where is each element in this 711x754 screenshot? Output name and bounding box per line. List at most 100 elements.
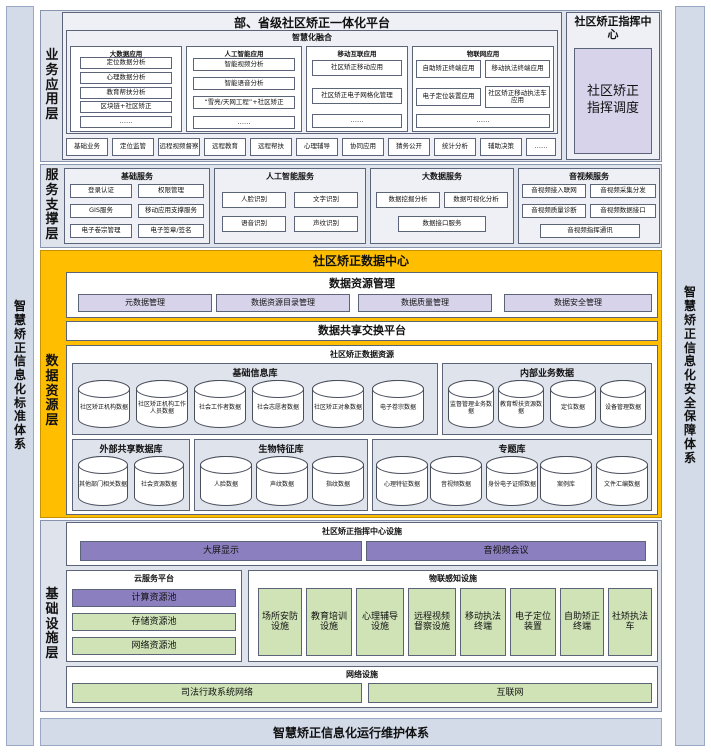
iot-facility-item[interactable]: 移动执法终端 (460, 588, 506, 656)
iot-facility-item[interactable]: 自助矫正终端 (560, 588, 604, 656)
basic-service-item[interactable]: 权限管理 (138, 184, 204, 198)
iot-app-item[interactable]: 社区矫正移动执法车应用 (485, 86, 550, 108)
av-service-item[interactable]: 音视频指挥通讯 (540, 224, 640, 238)
ai-app-item[interactable]: “雪亮/天网工程”+社区矫正 (193, 96, 295, 109)
mobile-app-item[interactable]: 社区矫正电子网格化管理 (312, 88, 402, 104)
iot-facility-item[interactable]: 心理辅导设施 (356, 588, 404, 656)
data-center-title: 社区矫正数据中心 (312, 253, 409, 268)
av-service-item[interactable]: 音视频采集分发 (590, 184, 656, 198)
basic-business-item[interactable]: 协同应用 (342, 138, 384, 156)
av-conference[interactable]: 音视频会议 (366, 541, 646, 561)
iot-facility-item[interactable]: 社矫执法车 (608, 588, 652, 656)
iot-app-item[interactable]: 移动执法终端应用 (485, 60, 550, 78)
iot-app-item[interactable]: 电子定位装置应用 (416, 88, 481, 106)
iot-app-title: 物联网应用 (466, 50, 500, 58)
basic-business-item[interactable]: …… (526, 138, 556, 156)
ai-app-item[interactable]: 智能语音分析 (193, 77, 295, 90)
bigdata-service-item[interactable]: 数据可视化分析 (444, 192, 508, 208)
basic-business-item[interactable]: 定位监管 (112, 138, 154, 156)
iot-facility-item[interactable]: 电子定位装置 (510, 588, 556, 656)
big-data-item[interactable]: …… (80, 116, 172, 128)
internal-db-cylinder: 教育帮扶资源数据 (498, 380, 544, 428)
db-label: 人脸数据 (213, 481, 238, 489)
db-label: 其他部门相关数据 (79, 481, 128, 489)
ai-service-item[interactable]: 语音识别 (222, 216, 286, 232)
data-layer-label-wrap: 数据资源层 (42, 270, 62, 514)
bigdata-service-item[interactable]: 数据接口服务 (398, 216, 486, 232)
topic-db-cylinder: 身份电子证照数据 (486, 456, 538, 506)
basic-service-item[interactable]: 移动应用支撑服务 (138, 204, 204, 218)
db-label: 音视频数据 (440, 481, 471, 489)
basic-info-db-cylinder: 社区矫正对象数据 (312, 380, 364, 428)
av-service-item[interactable]: 音视频质量诊断 (522, 204, 586, 218)
iot-app-item[interactable]: …… (416, 114, 550, 128)
basic-business-item[interactable]: 统计分析 (434, 138, 476, 156)
basic-service-item[interactable]: 电子卷宗管理 (70, 224, 132, 238)
network-facility-title: 网络设施 (346, 670, 378, 679)
av-service-item[interactable]: 音视频接入联网 (522, 184, 586, 198)
av-service-item[interactable]: 音视频数据接口 (590, 204, 656, 218)
basic-business-item[interactable]: 基础业务 (66, 138, 108, 156)
ai-app-item[interactable]: …… (193, 116, 295, 129)
data-mgmt-item[interactable]: 数据质量管理 (358, 294, 492, 312)
big-screen-display[interactable]: 大屏显示 (80, 541, 362, 561)
iot-facility-item[interactable]: 教育培训设施 (306, 588, 352, 656)
big-data-item[interactable]: 教育帮扶分析 (80, 87, 172, 99)
mobile-app-item[interactable]: 社区矫正移动应用 (312, 60, 402, 76)
network-pool[interactable]: 网络资源池 (72, 637, 236, 655)
iot-facility-item[interactable]: 场所安防设施 (258, 588, 302, 656)
db-label: 社区矫正机构工作人员数据 (137, 400, 186, 415)
db-label: 社会资源数据 (140, 481, 177, 489)
db-label: 案例库 (556, 481, 575, 489)
command-dispatch-box[interactable]: 社区矫正指挥调度 (574, 48, 652, 154)
ai-app-item[interactable]: 智能视频分析 (193, 58, 295, 71)
big-data-app-title: 大数据应用 (109, 50, 143, 58)
iot-facility-item[interactable]: 远程视频督察设施 (408, 588, 456, 656)
data-mgmt-item[interactable]: 数据资源目录管理 (216, 294, 350, 312)
data-mgmt-item[interactable]: 数据安全管理 (504, 294, 652, 312)
storage-pool[interactable]: 存储资源池 (72, 613, 236, 631)
judicial-network[interactable]: 司法行政系统网络 (72, 683, 362, 703)
data-resource-title: 社区矫正数据资源 (330, 350, 394, 359)
mobile-app-item[interactable]: …… (312, 114, 402, 128)
internal-db-cylinder: 监督管理业务数据 (448, 380, 494, 428)
basic-business-item[interactable]: 远程教育 (204, 138, 246, 156)
basic-business-item[interactable]: 猜务公开 (388, 138, 430, 156)
db-label: 心理特征数据 (383, 481, 420, 489)
external-db-cylinder: 其他部门相关数据 (78, 456, 128, 506)
db-label: 声纹数据 (269, 481, 294, 489)
bio-db-cylinder: 指纹数据 (312, 456, 364, 506)
db-label: 社会工作者数据 (198, 404, 241, 412)
topic-db-cylinder: 案例库 (540, 456, 592, 506)
basic-business-item[interactable]: 远程帮扶 (250, 138, 292, 156)
ai-service-item[interactable]: 文字识别 (294, 192, 358, 208)
cloud-platform-title: 云服务平台 (134, 574, 174, 583)
db-label: 文件汇编数据 (603, 481, 640, 489)
internal-db-title: 内部业务数据 (519, 369, 574, 379)
basic-service-item[interactable]: GIS服务 (70, 204, 132, 218)
basic-service-title: 基础服务 (121, 172, 153, 181)
bio-db-title: 生物特征库 (258, 445, 304, 455)
big-data-item[interactable]: 定位数据分析 (80, 57, 172, 69)
basic-business-item[interactable]: 远程视频督察 (158, 138, 200, 156)
compute-pool[interactable]: 计算资源池 (72, 589, 236, 607)
basic-business-item[interactable]: 心理辅导 (296, 138, 338, 156)
internet[interactable]: 互联网 (368, 683, 652, 703)
big-data-item[interactable]: 区块链+社区矫正 (80, 101, 172, 113)
ai-app-title: 人工智能应用 (224, 50, 264, 58)
iot-app-item[interactable]: 自助矫正终端应用 (416, 60, 481, 78)
data-exchange-platform[interactable]: 数据共享交换平台 (66, 321, 658, 341)
standard-system-label: 智慧矫正信息化标准体系 (13, 299, 26, 452)
basic-service-item[interactable]: 电子签章/签名 (138, 224, 204, 238)
data-mgmt-item[interactable]: 元数据管理 (78, 294, 212, 312)
ai-service-item[interactable]: 人脸识别 (222, 192, 286, 208)
topic-db-cylinder: 心理特征数据 (376, 456, 428, 506)
command-facility-title: 社区矫正指挥中心设施 (322, 527, 402, 536)
big-data-item[interactable]: 心理数据分析 (80, 72, 172, 84)
basic-service-item[interactable]: 登录认证 (70, 184, 132, 198)
ai-service-item[interactable]: 声纹识别 (294, 216, 358, 232)
bigdata-service-title: 大数据服务 (422, 172, 462, 181)
internal-db-cylinder: 设备管理数据 (600, 380, 646, 428)
bigdata-service-item[interactable]: 数据挖掘分析 (376, 192, 440, 208)
basic-business-item[interactable]: 辅助决策 (480, 138, 522, 156)
